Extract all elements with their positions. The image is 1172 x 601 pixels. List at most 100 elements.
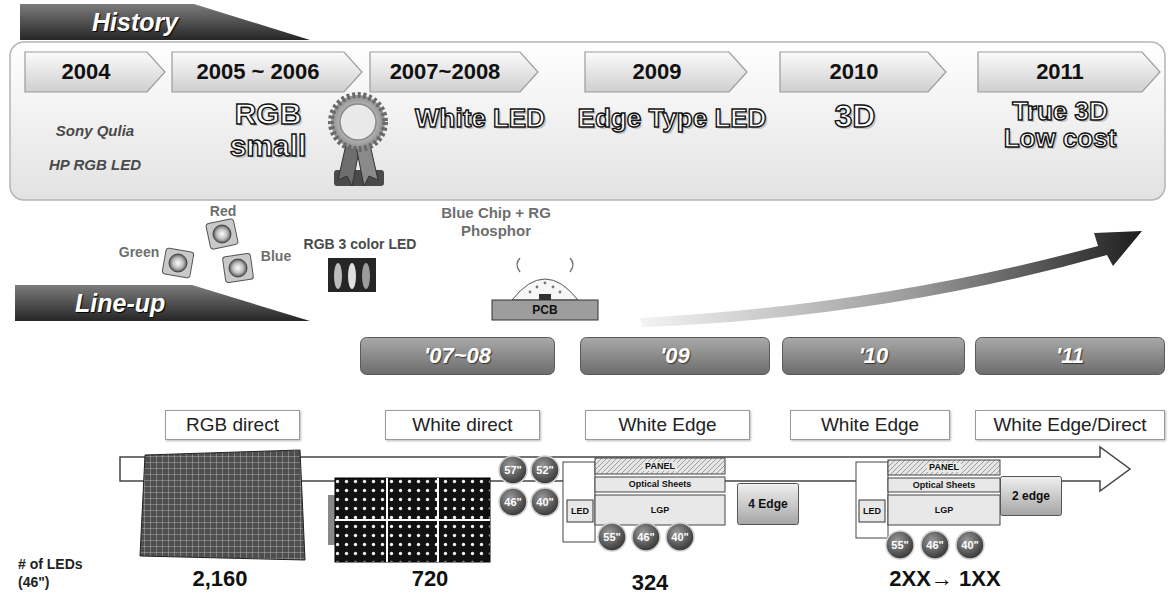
trend-arrow bbox=[640, 231, 1142, 327]
led-block bbox=[859, 500, 885, 522]
label-text: 720 bbox=[412, 566, 449, 591]
label-text: PCB bbox=[532, 303, 557, 317]
node-text: 2010 bbox=[830, 59, 879, 85]
node-text: '07~08 bbox=[424, 343, 491, 369]
node-text: 40" bbox=[961, 539, 978, 551]
edge-box: 4 Edge bbox=[737, 483, 799, 525]
label-text: # of LEDs (46") bbox=[18, 556, 83, 590]
led-block bbox=[567, 500, 593, 522]
led-package bbox=[162, 248, 194, 278]
node-text: '11 bbox=[1056, 343, 1084, 369]
node-text: 2004 bbox=[62, 59, 111, 85]
node-text: History bbox=[92, 8, 178, 37]
year-chevron: 2009 bbox=[585, 52, 747, 92]
product-note: Sony Qulia bbox=[40, 122, 150, 139]
sheet-layer bbox=[595, 477, 725, 492]
node-text: 2005 ~ 2006 bbox=[197, 59, 320, 85]
color-label: Blue bbox=[254, 248, 298, 264]
rect-shape bbox=[738, 484, 799, 525]
label-text: PANEL bbox=[927, 463, 961, 472]
part-name: Optical Sheets bbox=[889, 479, 999, 491]
label-text: White LED bbox=[415, 103, 545, 133]
component-label: RGB 3 color LED bbox=[285, 236, 435, 252]
label-text: 2XX→ 1XX bbox=[889, 566, 1000, 591]
label-text: Optical Sheets bbox=[911, 481, 978, 490]
edge-box: 2 edge bbox=[1000, 476, 1062, 516]
lineup-box: White Edge bbox=[790, 410, 950, 440]
size-circle: 57" bbox=[498, 455, 528, 485]
period-tab: '10 bbox=[782, 337, 965, 375]
size-circle: 55" bbox=[885, 530, 915, 560]
led-body bbox=[222, 253, 253, 283]
part-name: LED bbox=[567, 501, 593, 521]
label-text: True 3D Low cost bbox=[1004, 96, 1117, 153]
chevron-shape bbox=[780, 52, 946, 92]
label-text: 324 bbox=[632, 570, 669, 595]
light-ray bbox=[517, 258, 573, 272]
tab-shape bbox=[15, 285, 310, 321]
pcb-board bbox=[492, 300, 598, 320]
size-circle: 40" bbox=[530, 487, 560, 517]
panel-layer bbox=[888, 460, 1000, 475]
label-text: PANEL bbox=[643, 462, 677, 471]
led-lens bbox=[213, 225, 231, 243]
size-circle: 40" bbox=[955, 530, 985, 560]
lgp-layer bbox=[888, 495, 1000, 525]
circle-shape bbox=[921, 531, 949, 559]
circle-shape bbox=[531, 488, 559, 516]
node-text: 2007~2008 bbox=[390, 59, 501, 85]
size-circle: 52" bbox=[530, 455, 560, 485]
label-text: LGP bbox=[933, 506, 956, 515]
node-text: 52" bbox=[536, 464, 553, 476]
circle-shape bbox=[886, 531, 914, 559]
node-text: Line-up bbox=[75, 289, 165, 318]
node-text: 2011 bbox=[1036, 59, 1084, 85]
circle-shape bbox=[499, 456, 527, 484]
era-title: RGB small bbox=[212, 98, 324, 161]
phosphor-dot bbox=[552, 286, 555, 289]
node-text: 57" bbox=[504, 464, 521, 476]
led-frame bbox=[563, 462, 595, 542]
rgb-direct-panel bbox=[140, 450, 305, 560]
label-text: RGB small bbox=[230, 97, 307, 162]
era-title: Edge Type LED bbox=[572, 105, 772, 132]
label-text: Blue bbox=[261, 248, 291, 264]
lineup-box: RGB direct bbox=[165, 410, 300, 440]
chevron-shape bbox=[370, 52, 538, 92]
node-text: 46" bbox=[504, 496, 521, 508]
part-name: LED bbox=[859, 501, 885, 521]
white-led-package bbox=[492, 258, 598, 320]
led-array bbox=[335, 478, 490, 562]
circle-shape bbox=[956, 531, 984, 559]
part-name: Optical Sheets bbox=[596, 478, 724, 491]
part-name: LGP bbox=[889, 496, 999, 524]
chevron-shape bbox=[25, 52, 165, 92]
node-text: 46" bbox=[926, 539, 943, 551]
led-lens bbox=[169, 254, 187, 272]
phosphor-dot bbox=[529, 291, 532, 294]
section-tab: History bbox=[20, 4, 310, 40]
strip-glow bbox=[334, 263, 342, 289]
phosphor-dot bbox=[536, 286, 539, 289]
product-note: HP RGB LED bbox=[40, 156, 150, 173]
chevron-shape bbox=[978, 52, 1160, 92]
size-circle: 46" bbox=[920, 530, 950, 560]
lgp-layer bbox=[595, 495, 725, 525]
circle-shape bbox=[531, 456, 559, 484]
color-label: Green bbox=[114, 244, 164, 260]
node-text: White Edge/Direct bbox=[993, 414, 1146, 436]
node-text: '10 bbox=[859, 343, 889, 369]
medal-rim bbox=[331, 95, 385, 149]
led-lens bbox=[229, 259, 247, 277]
year-chevron: 2005 ~ 2006 bbox=[172, 52, 362, 92]
led-body bbox=[162, 248, 194, 278]
rect-shape bbox=[361, 338, 555, 375]
era-title: White LED bbox=[395, 105, 565, 132]
lineup-box: White Edge/Direct bbox=[975, 410, 1165, 440]
phosphor-dot bbox=[559, 291, 562, 294]
strip-glow bbox=[348, 263, 356, 289]
node-text: 2009 bbox=[633, 59, 682, 85]
size-circle: 46" bbox=[498, 487, 528, 517]
